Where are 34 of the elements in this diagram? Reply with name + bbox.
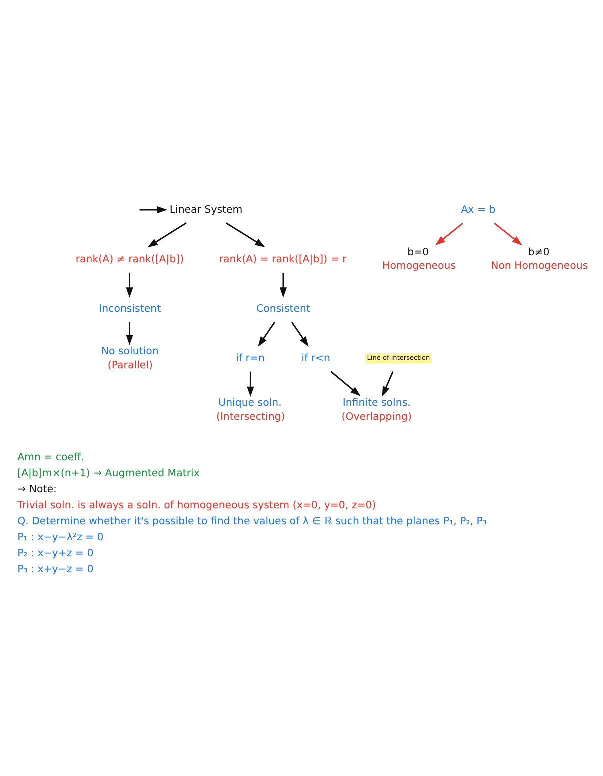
node-text: Ax = b <box>461 204 496 216</box>
label: P₁ : x−y−λ²z = 0 <box>18 532 104 544</box>
node-text: Linear System <box>170 204 243 216</box>
label: Q. Determine whether it's possible to find the values of λ ∈ ℝ such that the planes P₁, P₂, P₃ <box>18 516 488 528</box>
label: P₃ : x+y−z = 0 <box>18 564 94 576</box>
arrow <box>126 322 134 345</box>
node-text: Inconsistent <box>99 304 162 315</box>
node-text: if r<n <box>302 353 331 364</box>
node-text: Unique soln. (Intersecting) <box>216 398 286 422</box>
arrow <box>382 371 394 396</box>
arrow <box>226 222 266 248</box>
node-text: if r=n <box>236 353 265 364</box>
label: Amn = coeff. <box>18 452 84 463</box>
arrow <box>148 222 187 248</box>
arrow <box>435 222 464 246</box>
arrow <box>140 206 168 214</box>
arrow <box>494 222 523 246</box>
node-text: rank(A) ≠ rank([A|b]) <box>76 254 184 266</box>
node-text: No solution (Parallel) <box>101 346 159 371</box>
label: Trivial soln. is always a soln. of homogeneous system (x=0, y=0, z=0) <box>18 500 376 511</box>
label: P₂ : x−y+z = 0 <box>18 548 94 560</box>
label: → Note: <box>18 484 57 495</box>
node-text: Infinite solns. (Overlapping) <box>342 398 412 422</box>
node-text: rank(A) = rank([A|b]) = r <box>219 254 347 266</box>
node-text: b≠0 Non Homogeneous <box>491 246 588 272</box>
label: [A|b]m×(n+1) → Augmented Matrix <box>18 468 200 479</box>
arrow <box>126 272 134 298</box>
arrow <box>247 371 254 397</box>
arrow <box>280 272 288 298</box>
arrow <box>330 370 361 396</box>
node-text: b=0 Homogeneous <box>382 246 456 272</box>
node-text: Consistent <box>256 304 310 315</box>
arrow <box>291 322 309 347</box>
arrow <box>258 322 276 347</box>
